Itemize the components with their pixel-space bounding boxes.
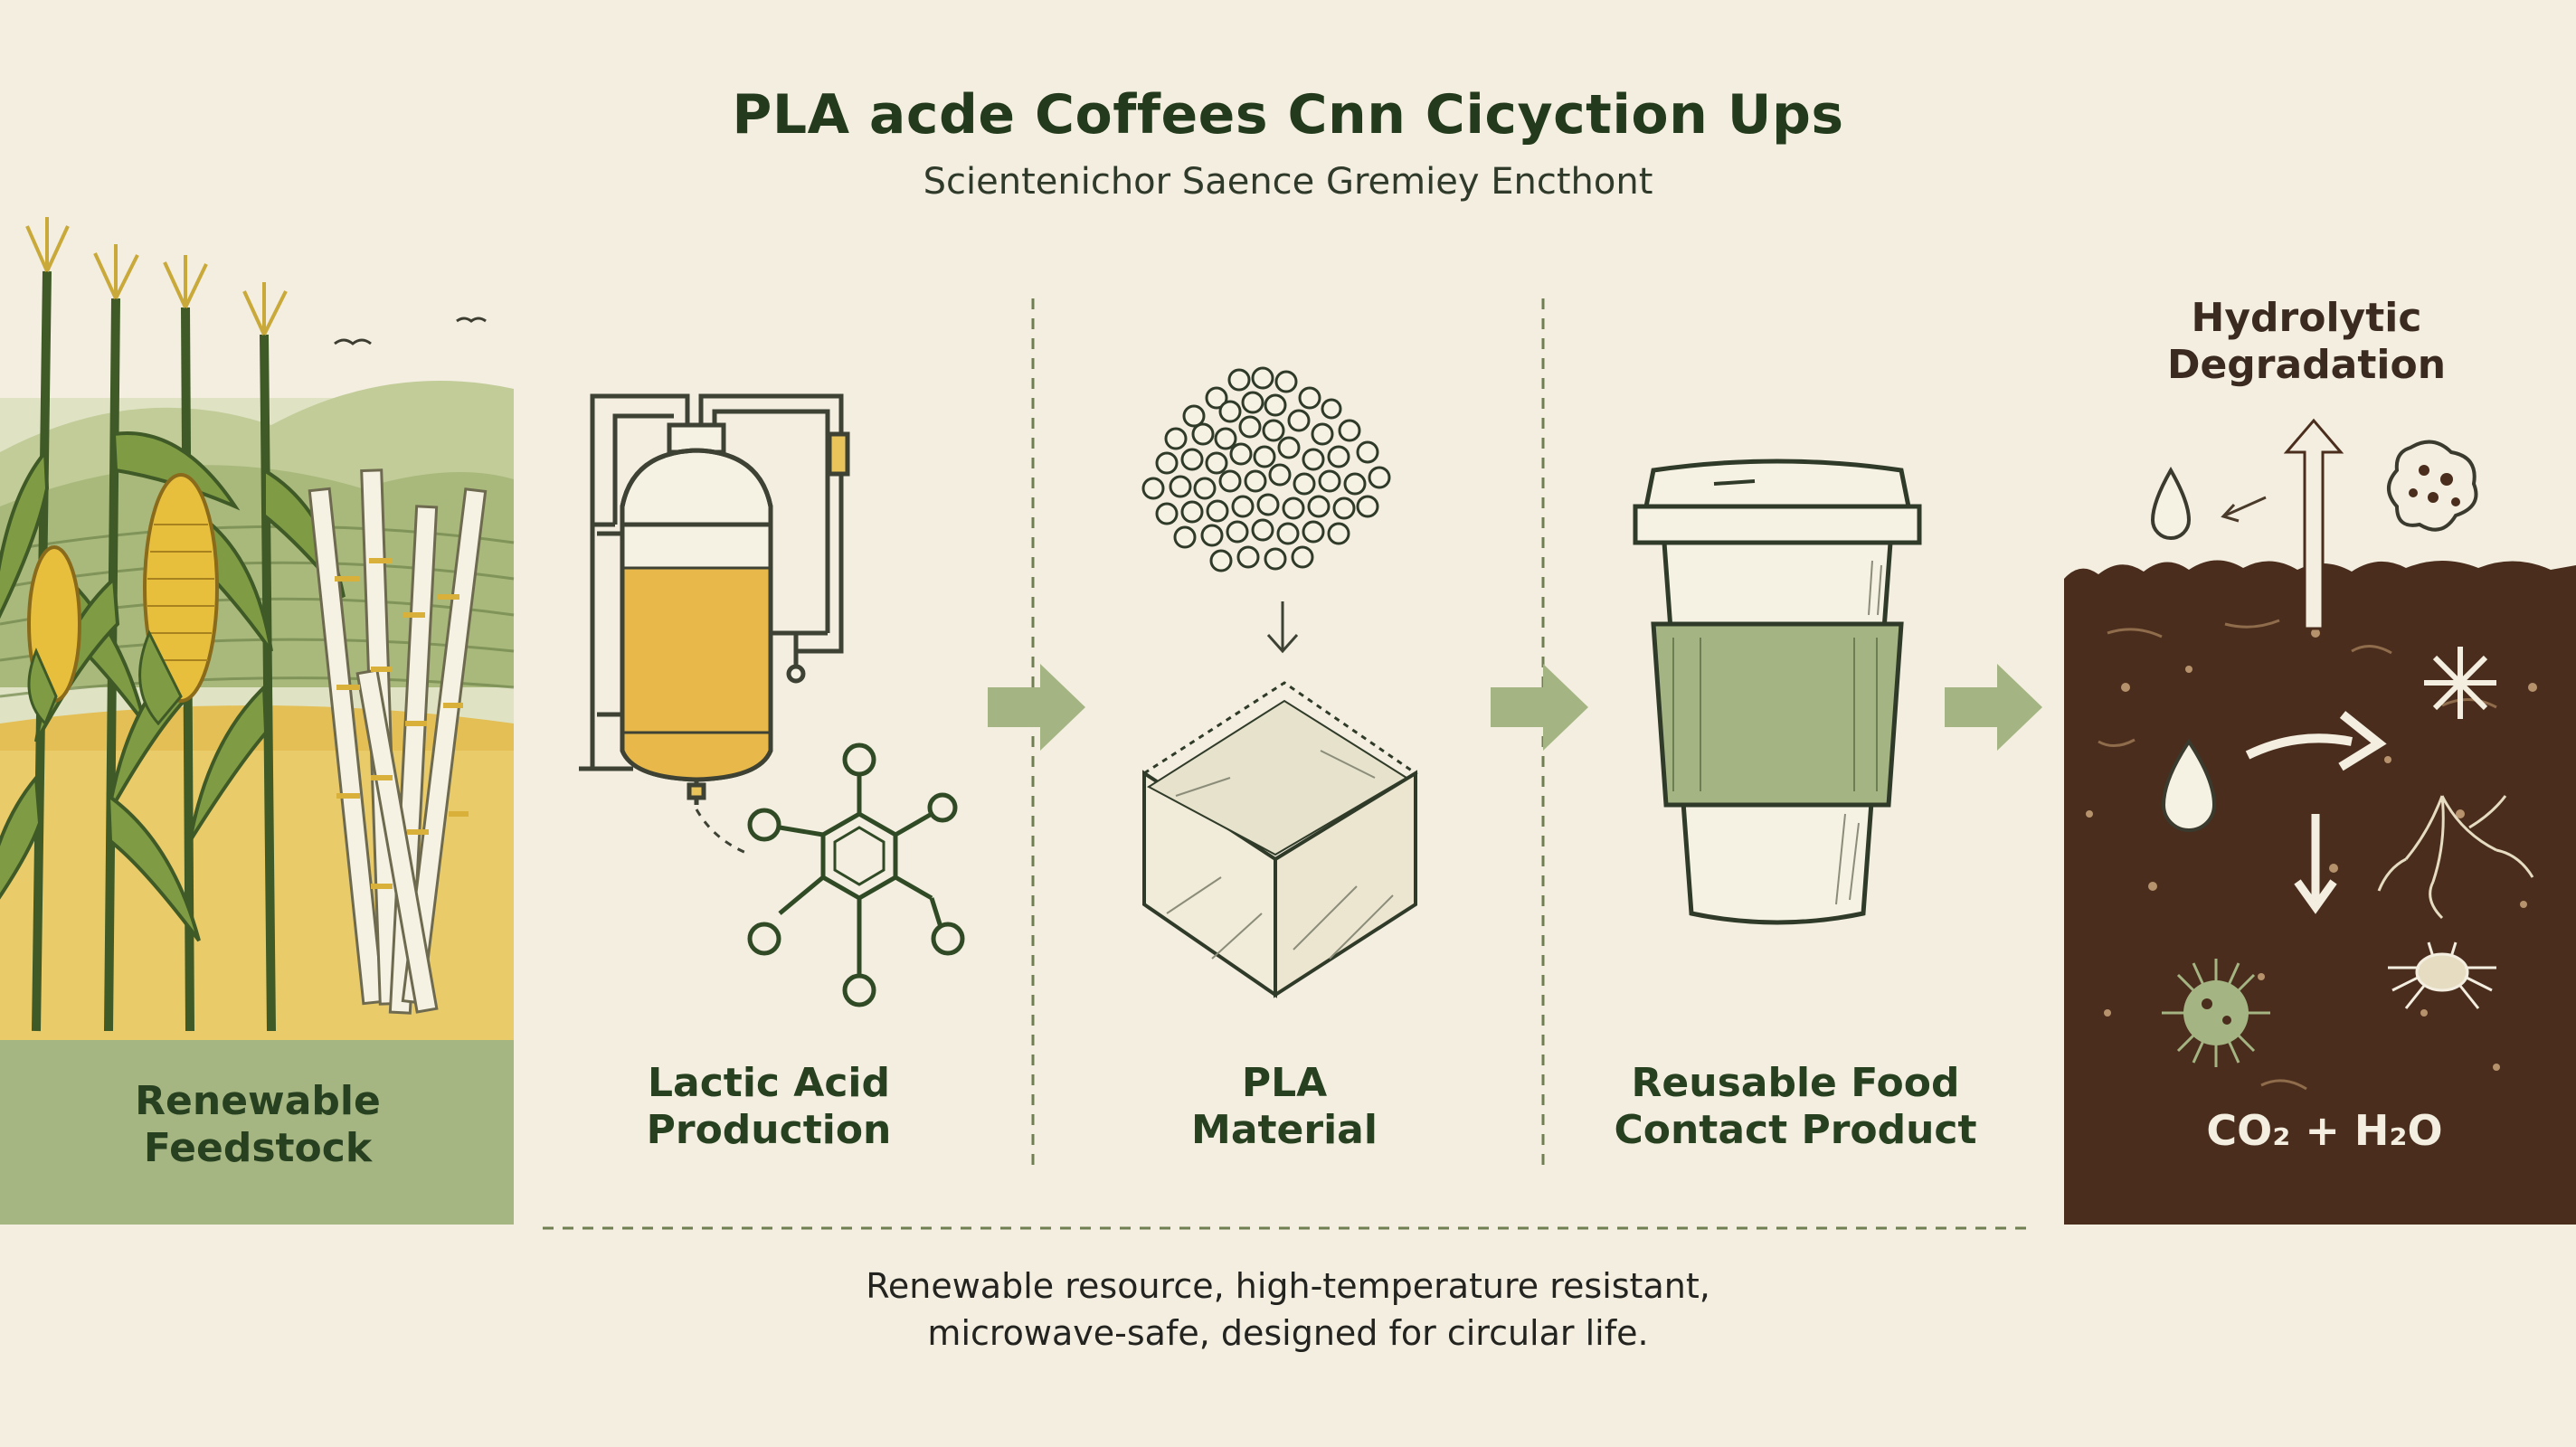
mite-icon [2388,941,2496,1009]
footer-line: microwave-safe, designed for circular li… [927,1313,1649,1353]
right-arrow-icon [2245,711,2387,771]
stage-label-lactic-acid: Lactic Acid Production [561,1060,977,1154]
page-title: PLA acde Coffees Cnn Cicyction Ups [732,83,1844,147]
starburst-icon [2424,647,2496,719]
roots-icon [2377,795,2534,920]
corn-plants [0,217,346,1032]
stage-label-line: Material [1191,1107,1378,1153]
bacteria-icon [2162,959,2270,1067]
pla-pellets-icon [1141,366,1391,572]
degradation-title-line: Degradation [2166,342,2447,388]
stage-label-line: Feedstock [143,1125,373,1171]
microbe-icon [2387,440,2478,532]
stage-label-feedstock: Renewable Feedstock [54,1078,461,1172]
soil-panel [2064,560,2576,1225]
flow-arrows [988,664,2042,751]
feedstock-panel [0,381,515,1225]
stage-label-line: Production [646,1107,892,1153]
reactor-vessel [579,393,850,856]
up-arrow-icon [2283,418,2344,630]
stage-label-line: Renewable [135,1078,381,1124]
small-arrow-icon [2221,496,2267,523]
stage-label-line: Contact Product [1614,1107,1977,1153]
stage-dividers [543,298,2035,1230]
bird-icons [334,317,487,345]
pla-cube-icon [1141,681,1418,998]
lactic-acid-molecule-icon [747,742,965,1007]
stage-label-line: Lactic Acid [647,1060,891,1106]
coffee-cup-icon [1633,459,1922,925]
footer-line: Renewable resource, high-temperature res… [866,1266,1710,1306]
down-arrow-soil-icon [2294,814,2337,914]
water-drop-icon [2150,466,2217,832]
down-arrow-icon [1266,601,1299,654]
stage-label-line: Reusable Food [1631,1060,1960,1106]
degradation-products: CO₂ + H₂O [2206,1106,2443,1155]
stage-label-line: PLA [1241,1060,1328,1106]
footer-caption: Renewable resource, high-temperature res… [0,1263,2576,1357]
corn-cobs [27,473,219,726]
degradation-title-line: Hydrolytic [2191,295,2422,341]
stage-label-product: Reusable Food Contact Product [1574,1060,2017,1154]
sugarcane-bundle [308,468,488,1015]
stage-label-pla: PLA Material [1076,1060,1492,1154]
page-subtitle: Scientenichor Saence Gremiey Encthont [923,161,1653,203]
degradation-title: Hydrolytic Degradation [2098,295,2514,389]
